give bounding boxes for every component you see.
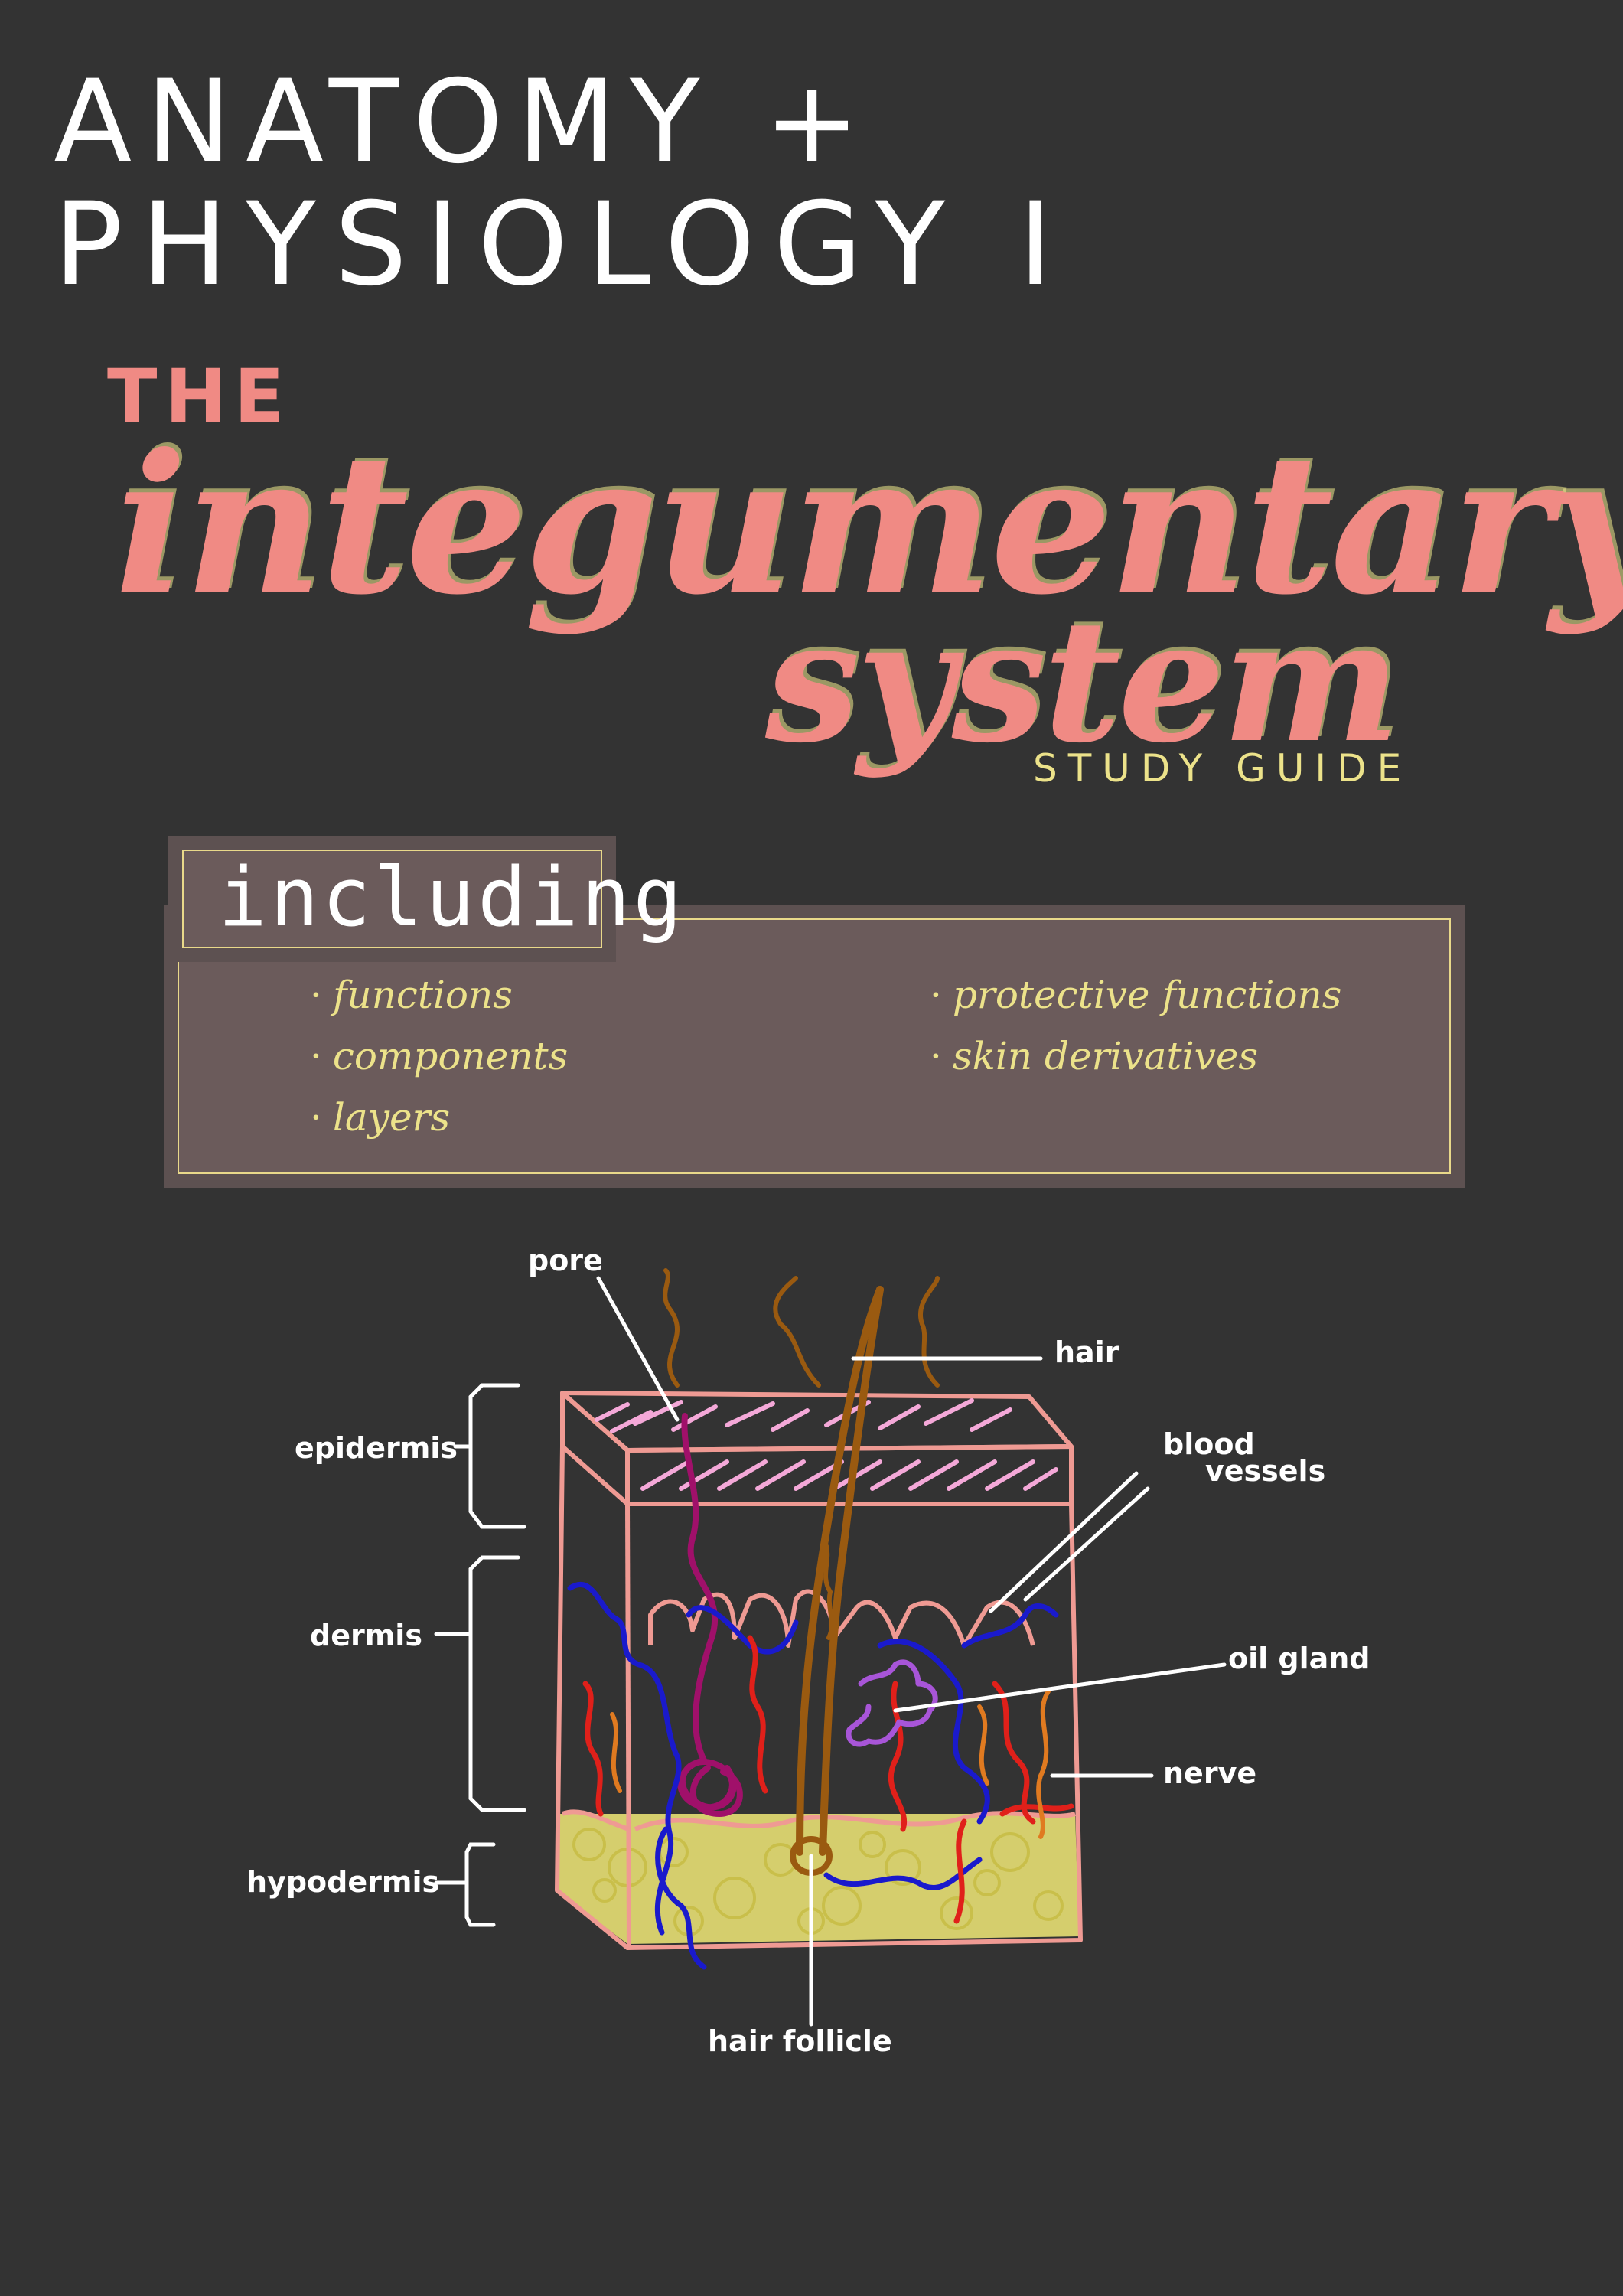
- label-epidermis: epidermis: [295, 1431, 458, 1465]
- sweat-gland-duct: [677, 1413, 743, 1818]
- subtitle: STUDY GUIDE: [1033, 746, 1413, 791]
- blood-vessels: [567, 1581, 1074, 1970]
- label-pore: pore: [528, 1244, 603, 1277]
- epidermis-texture: [595, 1398, 1058, 1491]
- label-nerve: nerve: [1163, 1756, 1256, 1790]
- including-tab: [182, 850, 602, 948]
- label-hair: hair: [1054, 1336, 1119, 1369]
- topic-item: protective functions: [930, 976, 1341, 1014]
- oil-gland: [846, 1659, 938, 1747]
- label-hypodermis: hypodermis: [246, 1865, 439, 1899]
- title-line-1: integumentary: [115, 412, 1623, 637]
- topic-item: skin derivatives: [930, 1037, 1258, 1075]
- topic-item: functions: [310, 976, 513, 1014]
- skin-cross-section-diagram: pore hair blood vessels oil gland nerve …: [246, 1244, 1370, 2058]
- label-hair-follicle: hair follicle: [708, 2024, 892, 2058]
- including-label: including: [218, 850, 686, 944]
- label-oil-gland: oil gland: [1228, 1642, 1370, 1675]
- title-line-2: system: [765, 582, 1400, 780]
- topic-item: components: [310, 1037, 568, 1075]
- topic-item: layers: [310, 1098, 450, 1137]
- label-blood-vessels-line-2: vessels: [1205, 1454, 1325, 1488]
- nerve-fibers: [610, 1689, 1051, 1839]
- leader-lines: [434, 1276, 1227, 2027]
- hair-shafts: [663, 1268, 940, 1876]
- course-title-line-2: PHYSIOLOGY I: [54, 178, 1071, 311]
- label-dermis: dermis: [310, 1619, 422, 1652]
- title-article: THE: [107, 354, 292, 439]
- hypodermis-fat: [557, 1814, 1079, 1944]
- course-title-line-1: ANATOMY +: [54, 56, 874, 189]
- label-blood-vessels-line-1: blood: [1163, 1427, 1255, 1461]
